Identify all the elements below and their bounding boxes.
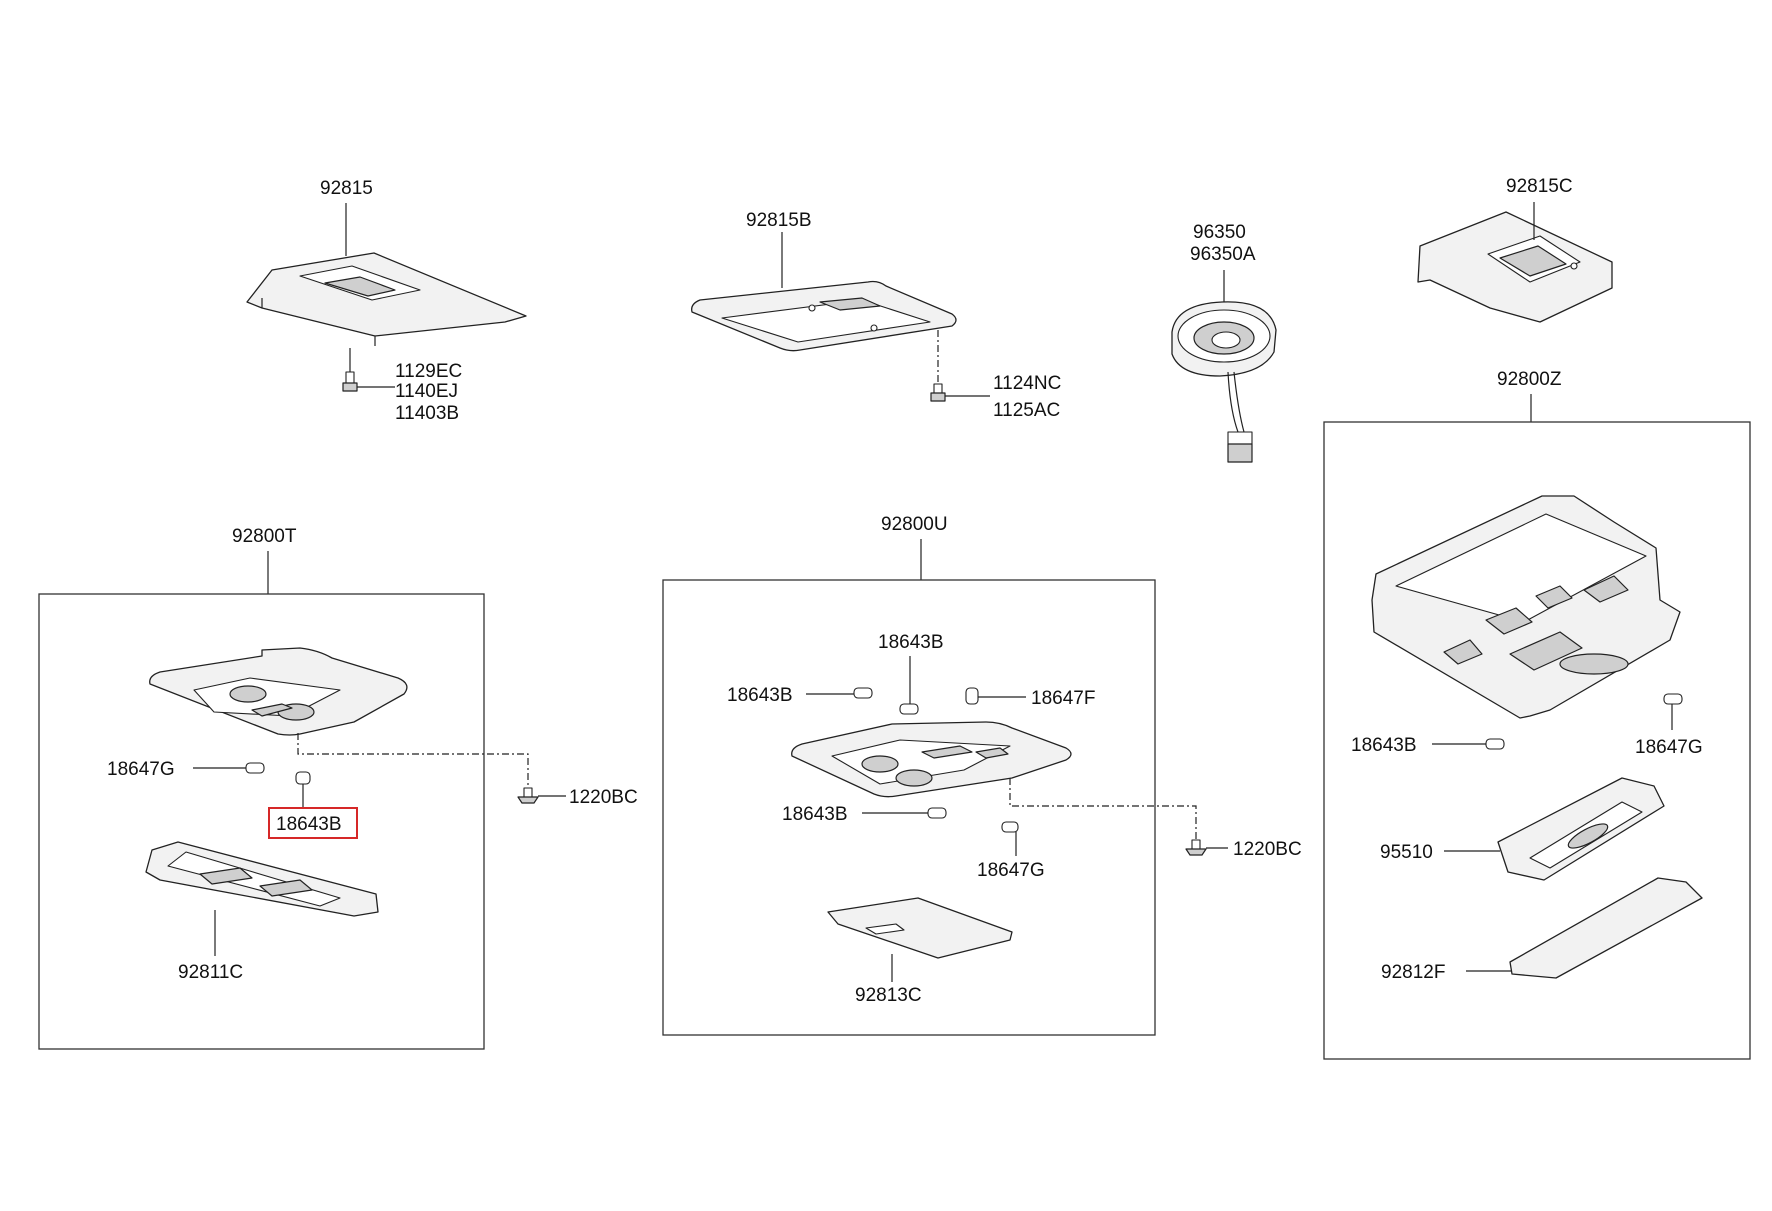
bulb-18643B-u-left[interactable] xyxy=(806,687,873,699)
bolt-1129EC[interactable] xyxy=(342,348,358,392)
part-92815B[interactable] xyxy=(691,280,957,352)
bolt-1220BC-t[interactable] xyxy=(517,787,539,804)
label-96350A[interactable]: 96350A xyxy=(1190,244,1256,265)
label-92813C[interactable]: 92813C xyxy=(855,985,922,1006)
part-92812F-lens[interactable] xyxy=(1509,877,1703,979)
label-92815C[interactable]: 92815C xyxy=(1506,176,1573,197)
part-92815C[interactable] xyxy=(1417,211,1613,323)
group-box-92800U xyxy=(662,579,1156,1036)
bolt-1124NC[interactable] xyxy=(930,330,946,402)
label-18647G-u[interactable]: 18647G xyxy=(977,860,1045,881)
label-92800U[interactable]: 92800U xyxy=(881,514,948,535)
bulb-18647F[interactable] xyxy=(965,687,1026,705)
bulb-18643B-z[interactable] xyxy=(1432,738,1505,750)
bulb-18647G-t[interactable] xyxy=(193,762,265,774)
label-92812F[interactable]: 92812F xyxy=(1381,962,1445,983)
group-box-92800T xyxy=(38,593,485,1050)
label-95510[interactable]: 95510 xyxy=(1380,842,1433,863)
part-92811C-lens[interactable] xyxy=(145,841,379,917)
label-96350[interactable]: 96350 xyxy=(1193,222,1246,243)
label-18647G-t[interactable]: 18647G xyxy=(107,759,175,780)
bulb-18647G-u[interactable] xyxy=(1001,821,1019,856)
group-box-92800Z xyxy=(1323,421,1751,1060)
bulb-18643B-u-mid[interactable] xyxy=(862,807,947,819)
part-95510[interactable] xyxy=(1497,777,1665,881)
label-1125AC[interactable]: 1125AC xyxy=(993,400,1060,421)
label-1129EC[interactable]: 1129EC xyxy=(395,361,462,382)
label-92815[interactable]: 92815 xyxy=(320,178,373,199)
label-92800Z[interactable]: 92800Z xyxy=(1497,369,1562,390)
part-96350-speaker[interactable] xyxy=(1171,301,1277,463)
label-92811C[interactable]: 92811C xyxy=(178,962,243,983)
label-18643B-highlighted[interactable]: 18643B xyxy=(276,814,342,835)
part-92800Z-console[interactable] xyxy=(1371,495,1681,719)
bulb-18647G-z[interactable] xyxy=(1663,693,1683,730)
bulb-18643B-u-top[interactable] xyxy=(899,656,919,715)
highlight-box-18643B xyxy=(268,807,358,839)
label-18647F[interactable]: 18647F xyxy=(1031,688,1095,709)
label-92815B[interactable]: 92815B xyxy=(746,210,812,231)
dash-92800T-to-1220BC xyxy=(297,733,529,790)
part-92813C-lens[interactable] xyxy=(827,897,1013,959)
dash-92800U-to-1220BC xyxy=(1009,778,1197,842)
label-92800T[interactable]: 92800T xyxy=(232,526,297,547)
label-18643B-u-top[interactable]: 18643B xyxy=(878,632,944,653)
label-1124NC[interactable]: 1124NC xyxy=(993,373,1061,394)
part-92800U-console[interactable] xyxy=(791,721,1072,798)
label-18643B-z[interactable]: 18643B xyxy=(1351,735,1417,756)
label-18643B-u-left[interactable]: 18643B xyxy=(727,685,793,706)
label-11403B[interactable]: 11403B xyxy=(395,403,459,424)
label-1220BC-u[interactable]: 1220BC xyxy=(1233,839,1302,860)
part-92800T-console[interactable] xyxy=(149,647,408,736)
bolt-1220BC-u[interactable] xyxy=(1185,839,1207,856)
bulb-18643B-t[interactable] xyxy=(295,771,311,808)
label-1140EJ[interactable]: 1140EJ xyxy=(395,381,458,402)
label-18647G-z[interactable]: 18647G xyxy=(1635,737,1703,758)
label-18643B-u-mid[interactable]: 18643B xyxy=(782,804,848,825)
label-1220BC-t[interactable]: 1220BC xyxy=(569,787,638,808)
part-92815[interactable] xyxy=(246,252,527,346)
